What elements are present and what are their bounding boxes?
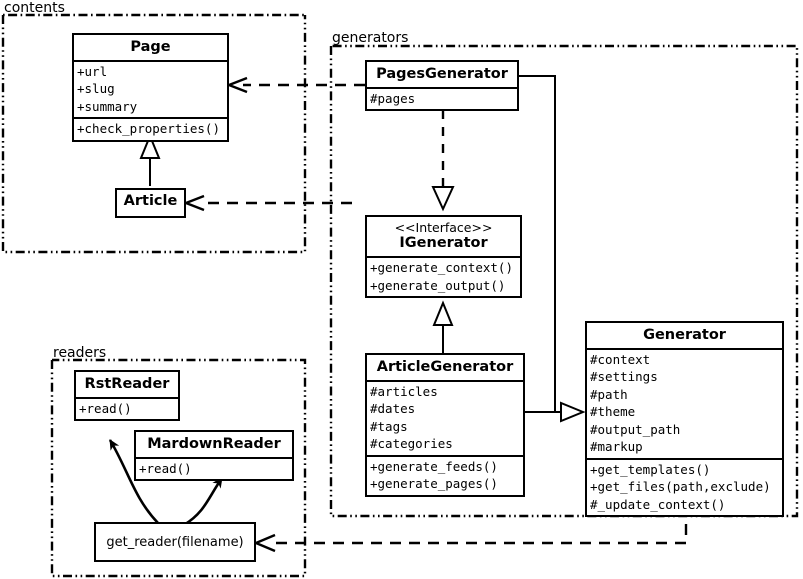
class-igenerator-stereotype: <<Interface>> bbox=[394, 220, 493, 235]
class-pages-generator-title: PagesGenerator bbox=[376, 66, 508, 82]
connector-pagesgenerator-uses-page bbox=[228, 76, 365, 94]
class-article-generator-attribute: #dates bbox=[370, 401, 416, 417]
class-page-attribute: +summary bbox=[77, 98, 138, 114]
readers-package-frame bbox=[50, 358, 307, 578]
class-pages-generator[interactable]: PagesGenerator #pages bbox=[365, 60, 519, 112]
class-rst-reader-title: RstReader bbox=[84, 376, 170, 392]
connector-get-reader-creates-rstreader bbox=[108, 439, 159, 524]
class-page-title: Page bbox=[130, 39, 171, 55]
class-igenerator[interactable]: <<Interface>> IGenerator +generate_conte… bbox=[365, 215, 522, 299]
generators-package-frame bbox=[329, 44, 799, 518]
class-page-method: +check_properties() bbox=[77, 121, 220, 137]
class-article[interactable]: Article bbox=[115, 188, 186, 218]
function-get-reader[interactable]: get_reader(filename) bbox=[94, 522, 256, 562]
connector-articlegenerator-inherits-igenerator bbox=[432, 300, 454, 355]
generators-package-label: generators bbox=[332, 30, 409, 46]
class-article-title: Article bbox=[123, 193, 178, 209]
class-generator-methods: +get_templates() +get_files(path,exclude… bbox=[587, 457, 782, 516]
class-rst-reader-method: +read() bbox=[79, 400, 132, 416]
connector-article-inherits-page bbox=[139, 133, 161, 186]
class-markdown-reader-title: MardownReader bbox=[147, 436, 281, 452]
class-article-generator-methods: +generate_feeds() +generate_pages() bbox=[367, 454, 523, 495]
class-pages-generator-attribute: #pages bbox=[370, 90, 416, 106]
class-igenerator-title: IGenerator bbox=[399, 235, 488, 252]
class-page-attribute: +slug bbox=[77, 81, 115, 97]
class-article-generator-attribute: #tags bbox=[370, 418, 408, 434]
class-article-generator-method: +generate_feeds() bbox=[370, 458, 498, 474]
class-article-generator-attributes: #articles #dates #tags #categories bbox=[367, 379, 523, 455]
class-generator-title: Generator bbox=[643, 327, 726, 343]
class-pages-generator-attributes: #pages bbox=[367, 86, 517, 110]
class-article-generator-method: +generate_pages() bbox=[370, 476, 498, 492]
class-article-generator-attribute: #articles bbox=[370, 383, 438, 399]
class-generator-attribute: #output_path bbox=[590, 421, 681, 437]
class-rst-reader-methods: +read() bbox=[76, 396, 178, 420]
class-page[interactable]: Page +url +slug +summary +check_properti… bbox=[72, 33, 229, 142]
class-generator-method: +get_templates() bbox=[590, 461, 711, 477]
contents-package-label: contents bbox=[4, 0, 65, 16]
class-generator-attribute: #settings bbox=[590, 369, 658, 385]
readers-package-label: readers bbox=[53, 345, 107, 361]
class-article-generator-title: ArticleGenerator bbox=[376, 359, 514, 375]
class-article-generator[interactable]: ArticleGenerator #articles #dates #tags … bbox=[365, 353, 525, 497]
class-rst-reader[interactable]: RstReader +read() bbox=[74, 370, 180, 422]
class-igenerator-methods: +generate_context() +generate_output() bbox=[367, 256, 520, 296]
class-igenerator-method: +generate_context() bbox=[370, 260, 513, 276]
class-page-attributes: +url +slug +summary bbox=[74, 59, 227, 118]
class-generator-attribute: #path bbox=[590, 386, 628, 402]
class-article-generator-attribute: #categories bbox=[370, 436, 453, 452]
connector-get-reader-creates-markdownreader bbox=[183, 477, 224, 527]
class-igenerator-method: +generate_output() bbox=[370, 277, 506, 293]
class-generator-attribute: #context bbox=[590, 351, 651, 367]
class-generator-attributes: #context #settings #path #theme #output_… bbox=[587, 347, 782, 458]
class-markdown-reader-method: +read() bbox=[139, 460, 192, 476]
class-generator[interactable]: Generator #context #settings #path #them… bbox=[585, 321, 784, 518]
connector-articlegenerator-uses-article bbox=[185, 194, 352, 212]
class-generator-attribute: #theme bbox=[590, 404, 636, 420]
class-igenerator-header: <<Interface>> IGenerator bbox=[367, 217, 520, 256]
class-generator-method: +get_files(path,exclude) bbox=[590, 479, 771, 495]
class-generator-method: #_update_context() bbox=[590, 496, 726, 512]
class-markdown-reader-methods: +read() bbox=[136, 456, 292, 480]
connector-generators-inherit-generator bbox=[519, 75, 586, 423]
function-get-reader-label: get_reader(filename) bbox=[106, 534, 244, 550]
class-markdown-reader[interactable]: MardownReader +read() bbox=[134, 430, 294, 482]
contents-package-frame bbox=[1, 13, 307, 254]
class-page-methods: +check_properties() bbox=[74, 117, 227, 140]
class-generator-attribute: #markup bbox=[590, 439, 643, 455]
connector-generator-uses-get-reader bbox=[255, 505, 688, 553]
connector-pagesgenerator-realizes-igenerator bbox=[431, 110, 455, 212]
class-page-attribute: +url bbox=[77, 63, 108, 79]
